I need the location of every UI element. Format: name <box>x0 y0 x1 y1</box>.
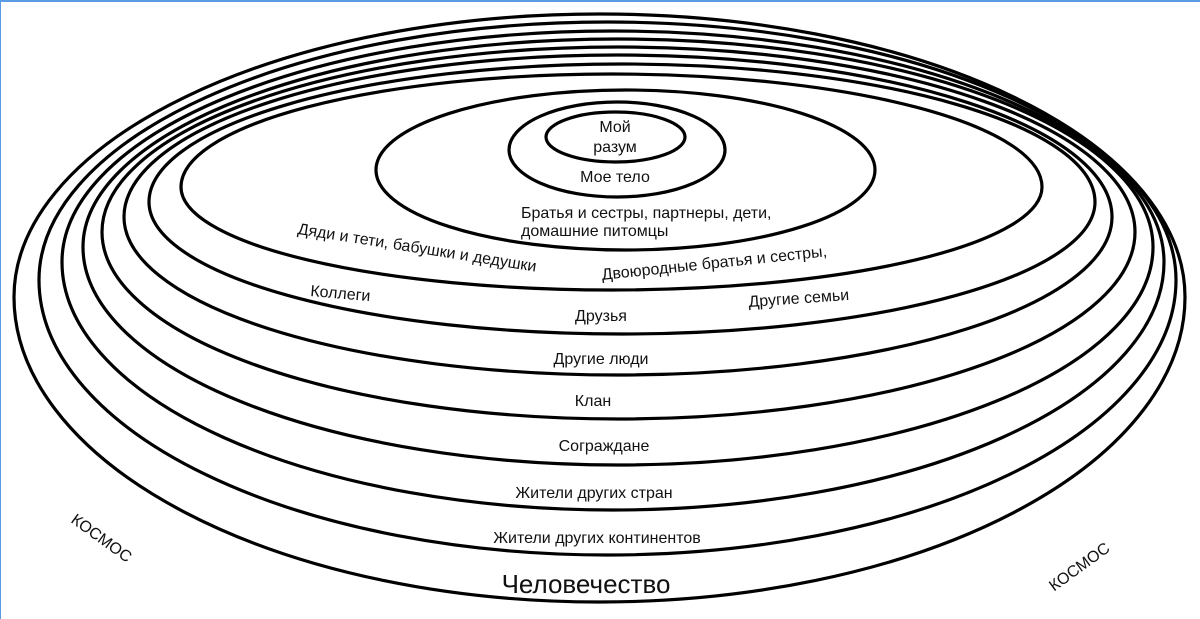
ring-2 <box>507 100 727 199</box>
label-my-body: Мое тело <box>580 169 650 186</box>
label-my-mind-line1: Мой <box>599 119 631 136</box>
label-my-mind-line2: разум <box>593 139 637 156</box>
ring-4 <box>179 72 1044 292</box>
label-siblings-partners: Братья и сестры, партнеры, дети, <box>521 205 772 222</box>
ring-8 <box>81 37 1155 467</box>
label-pets: домашние питомцы <box>521 223 669 240</box>
label-other-people: Другие люди <box>553 351 649 368</box>
label-friends: Друзья <box>575 308 627 325</box>
ring-3 <box>374 88 877 252</box>
ring-6 <box>122 53 1114 377</box>
label-humanity: Человечество <box>501 569 671 599</box>
ring-1 <box>544 110 687 164</box>
label-other-continents: Жители других континентов <box>493 530 701 547</box>
label-other-countries: Жители других стран <box>515 485 673 502</box>
ring-7 <box>100 45 1137 421</box>
ring-9 <box>60 29 1166 512</box>
ring-10 <box>37 20 1178 557</box>
label-clan: Клан <box>574 393 612 410</box>
ring-5 <box>147 62 1097 336</box>
label-fellow-citizens: Сограждане <box>558 438 650 455</box>
ring-11 <box>12 12 1187 604</box>
